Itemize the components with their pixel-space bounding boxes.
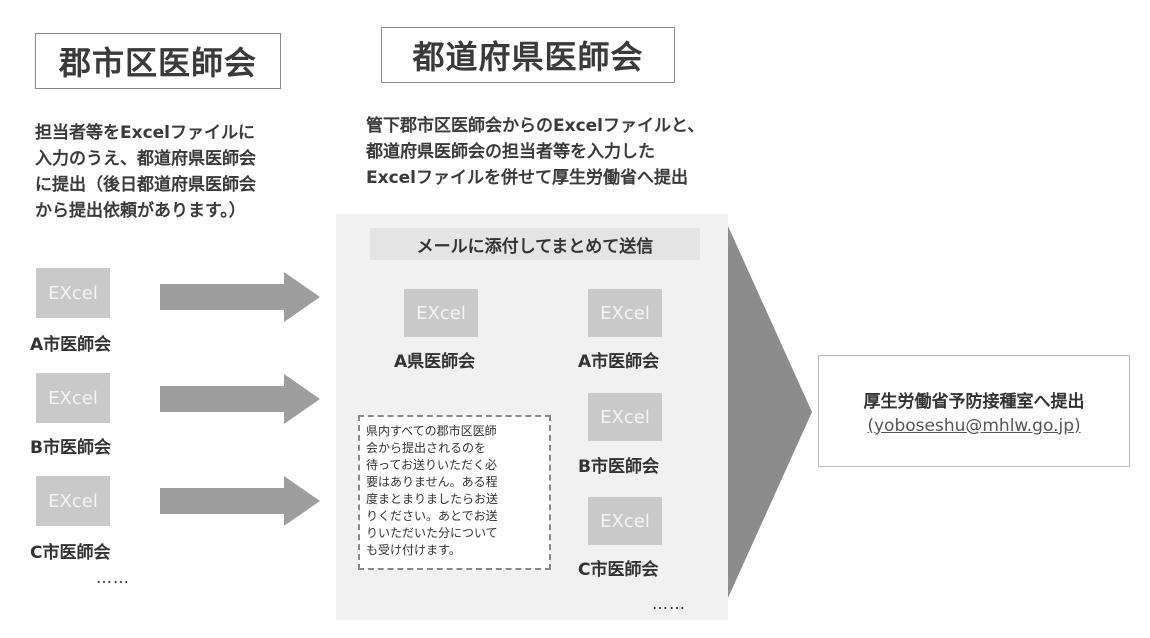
note-line: りいただいた分について — [366, 526, 498, 540]
mail-banner: メールに添付してまとめて送信 — [370, 228, 700, 260]
note-line: 要はありません。ある程 — [366, 475, 498, 489]
excel-file-icon: EXcel — [585, 494, 665, 548]
note-line: 待ってお送りいただく必 — [366, 458, 498, 472]
note-box: 県内すべての郡市区医師 会から提出されるのを 待ってお送りいただく必 要はありま… — [358, 415, 551, 570]
note-line: 会から提出されるのを — [366, 441, 487, 455]
description-line: 都道府県医師会の担当者等を入力した — [366, 142, 655, 162]
arrow-right-icon — [160, 476, 320, 526]
description-line: に提出（後日都道府県医師会 — [35, 175, 256, 195]
description-line: から提出依頼があります。） — [35, 201, 246, 221]
prefectural-description: 管下郡市区医師会からのExcelファイルと、 都道府県医師会の担当者等を入力した… — [366, 113, 704, 191]
note-line: りください。あとでお送 — [366, 509, 498, 523]
destination-box: 厚生労働省予防接種室へ提出 (yoboseshu@mhlw.go.jp) — [818, 355, 1130, 467]
excel-file-icon: EXcel — [585, 390, 665, 444]
destination-title: 厚生労働省予防接種室へ提出 — [863, 391, 1085, 412]
destination-email: (yoboseshu@mhlw.go.jp) — [867, 415, 1081, 436]
arrow-right-icon — [160, 374, 320, 424]
file-label: B市医師会 — [578, 457, 659, 477]
excel-file-icon: EXcel — [585, 286, 665, 340]
note-line: 県内すべての郡市区医師 — [366, 424, 497, 438]
file-label: C市医師会 — [578, 560, 659, 580]
excel-file-icon: EXcel — [36, 373, 110, 423]
file-label: A県医師会 — [394, 352, 476, 372]
note-line: 度まとまりましたらお送 — [366, 492, 499, 506]
description-line: 入力のうえ、都道府県医師会 — [35, 149, 256, 169]
big-arrow-icon — [700, 226, 812, 602]
file-label: B市医師会 — [30, 438, 111, 458]
more-ellipsis: …… — [96, 568, 130, 587]
more-ellipsis: …… — [652, 594, 686, 613]
excel-file-icon: EXcel — [36, 476, 110, 526]
municipal-association-title: 郡市区医師会 — [35, 33, 281, 89]
description-line: Excelファイルを併せて厚生労働省へ提出 — [366, 168, 689, 188]
excel-file-icon: EXcel — [36, 268, 110, 318]
note-line: も受け付けます。 — [366, 543, 461, 557]
arrow-right-icon — [160, 272, 320, 322]
file-label: A市医師会 — [578, 352, 660, 372]
description-line: 管下郡市区医師会からのExcelファイルと、 — [366, 116, 705, 136]
excel-file-icon: EXcel — [401, 286, 481, 340]
municipal-description: 担当者等をExcelファイルに 入力のうえ、都道府県医師会 に提出（後日都道府県… — [35, 120, 256, 224]
description-line: 担当者等をExcelファイルに — [35, 123, 256, 143]
file-label: A市医師会 — [30, 335, 112, 355]
file-label: C市医師会 — [30, 543, 111, 563]
prefectural-association-title: 都道府県医師会 — [381, 27, 675, 83]
